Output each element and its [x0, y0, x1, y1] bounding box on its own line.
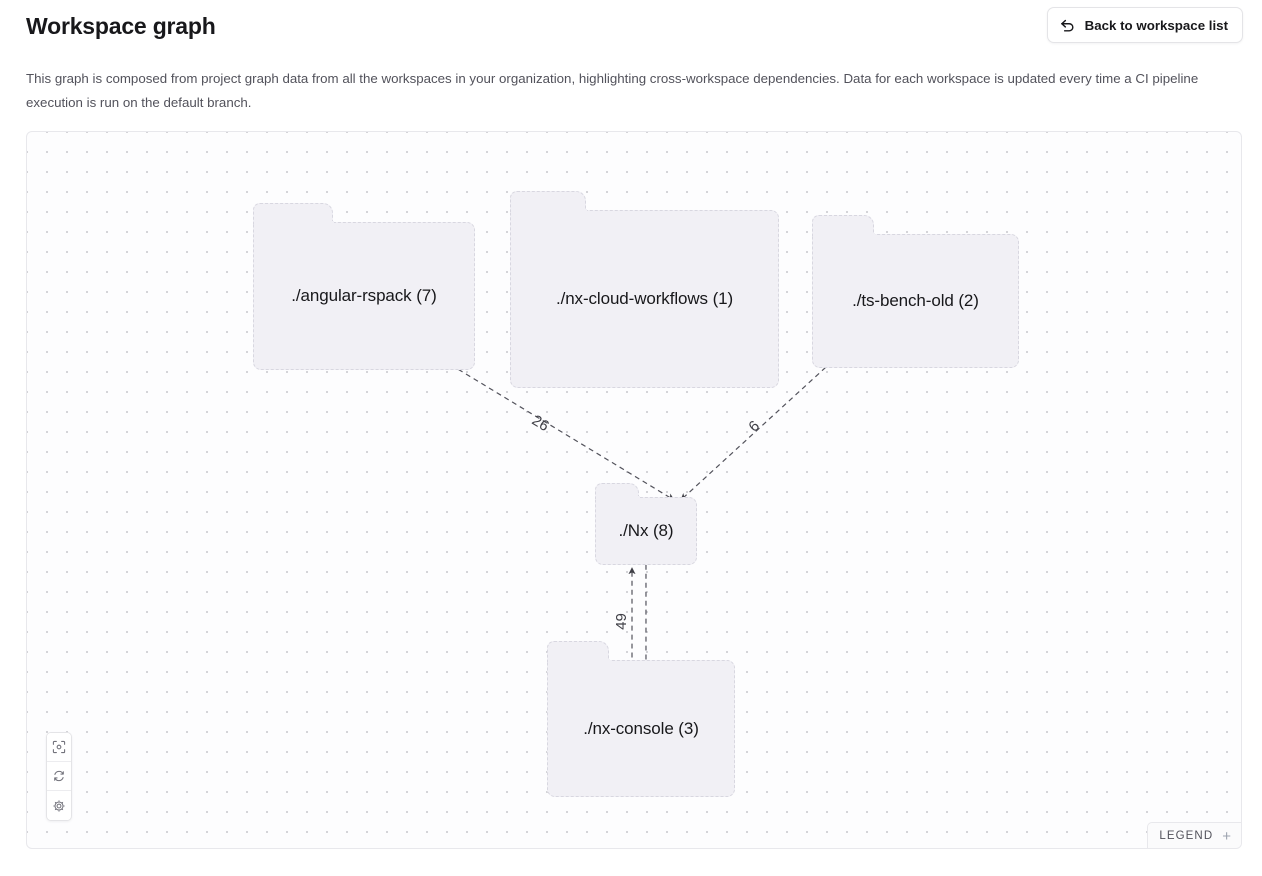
- back-arrow-icon: [1059, 17, 1076, 34]
- folder-tab-icon: [812, 215, 874, 237]
- page-title: Workspace graph: [26, 13, 216, 39]
- folder-tab-seam: [511, 209, 587, 213]
- graph-node-nx[interactable]: ./Nx (8): [595, 483, 697, 565]
- folder-tab-seam: [254, 221, 334, 225]
- folder-tab-icon: [510, 191, 586, 213]
- graph-node-angular-rspack[interactable]: ./angular-rspack (7): [253, 203, 475, 370]
- gear-icon: [52, 799, 66, 813]
- graph-node-label: ./ts-bench-old (2): [852, 291, 979, 310]
- graph-node-nx-cloud-workflows[interactable]: ./nx-cloud-workflows (1): [510, 191, 779, 388]
- graph-node-ts-bench-old[interactable]: ./ts-bench-old (2): [812, 215, 1019, 368]
- back-to-workspace-list-button[interactable]: Back to workspace list: [1046, 7, 1243, 43]
- folder-tab-seam: [596, 496, 640, 500]
- graph-node-label: ./angular-rspack (7): [291, 286, 437, 305]
- plus-icon: +: [1222, 827, 1231, 845]
- folder-tab-icon: [547, 641, 609, 663]
- graph-canvas[interactable]: 26 6 49 ./angular-rspack (7) ./nx-cloud-…: [26, 131, 1242, 849]
- graph-node-nx-console[interactable]: ./nx-console (3): [547, 641, 735, 797]
- graph-node-label: ./nx-cloud-workflows (1): [555, 289, 734, 308]
- graph-node-label: ./Nx (8): [618, 521, 674, 540]
- refresh-icon: [52, 769, 66, 783]
- legend-label: LEGEND: [1159, 830, 1214, 842]
- legend-toggle[interactable]: LEGEND +: [1147, 822, 1241, 848]
- folder-tab-seam: [813, 233, 875, 237]
- graph-controls: [46, 732, 72, 821]
- back-button-label: Back to workspace list: [1084, 17, 1228, 33]
- edge-ts-bench-old-to-nx: [680, 366, 827, 501]
- edge-angular-rspack-to-nx: [457, 368, 675, 501]
- focus-target-icon: [52, 740, 66, 754]
- folder-tab-icon: [253, 203, 333, 225]
- folder-tab-seam: [548, 659, 610, 663]
- graph-edges-layer: [457, 366, 827, 670]
- folder-tab-icon: [595, 483, 639, 500]
- graph-node-label: ./nx-console (3): [583, 718, 699, 738]
- page-description: This graph is composed from project grap…: [26, 71, 1199, 111]
- refresh-graph-button[interactable]: [47, 762, 71, 791]
- focus-graph-button[interactable]: [47, 733, 71, 762]
- graph-settings-button[interactable]: [47, 791, 71, 820]
